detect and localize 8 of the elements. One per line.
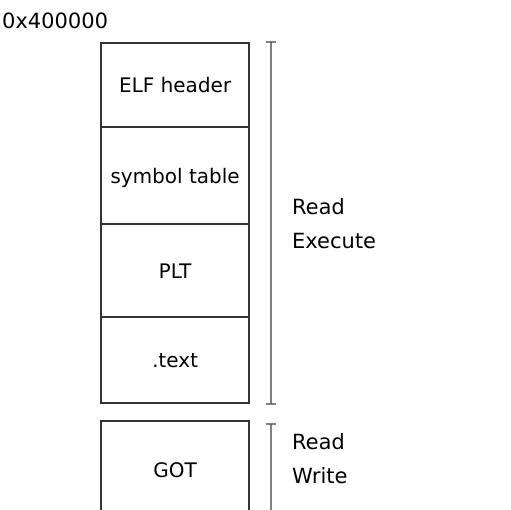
permission-label: Read Execute xyxy=(292,194,377,255)
memory-segment-box: GOT xyxy=(100,420,250,510)
memory-segment-box: symbol table xyxy=(100,126,250,225)
address-label: 0x400000 xyxy=(2,8,109,35)
memory-segment-box: .text xyxy=(100,316,250,404)
memory-segment-box: PLT xyxy=(100,223,250,318)
permission-label: Read Write xyxy=(292,429,348,490)
memory-segment-box: ELF header xyxy=(100,42,250,128)
